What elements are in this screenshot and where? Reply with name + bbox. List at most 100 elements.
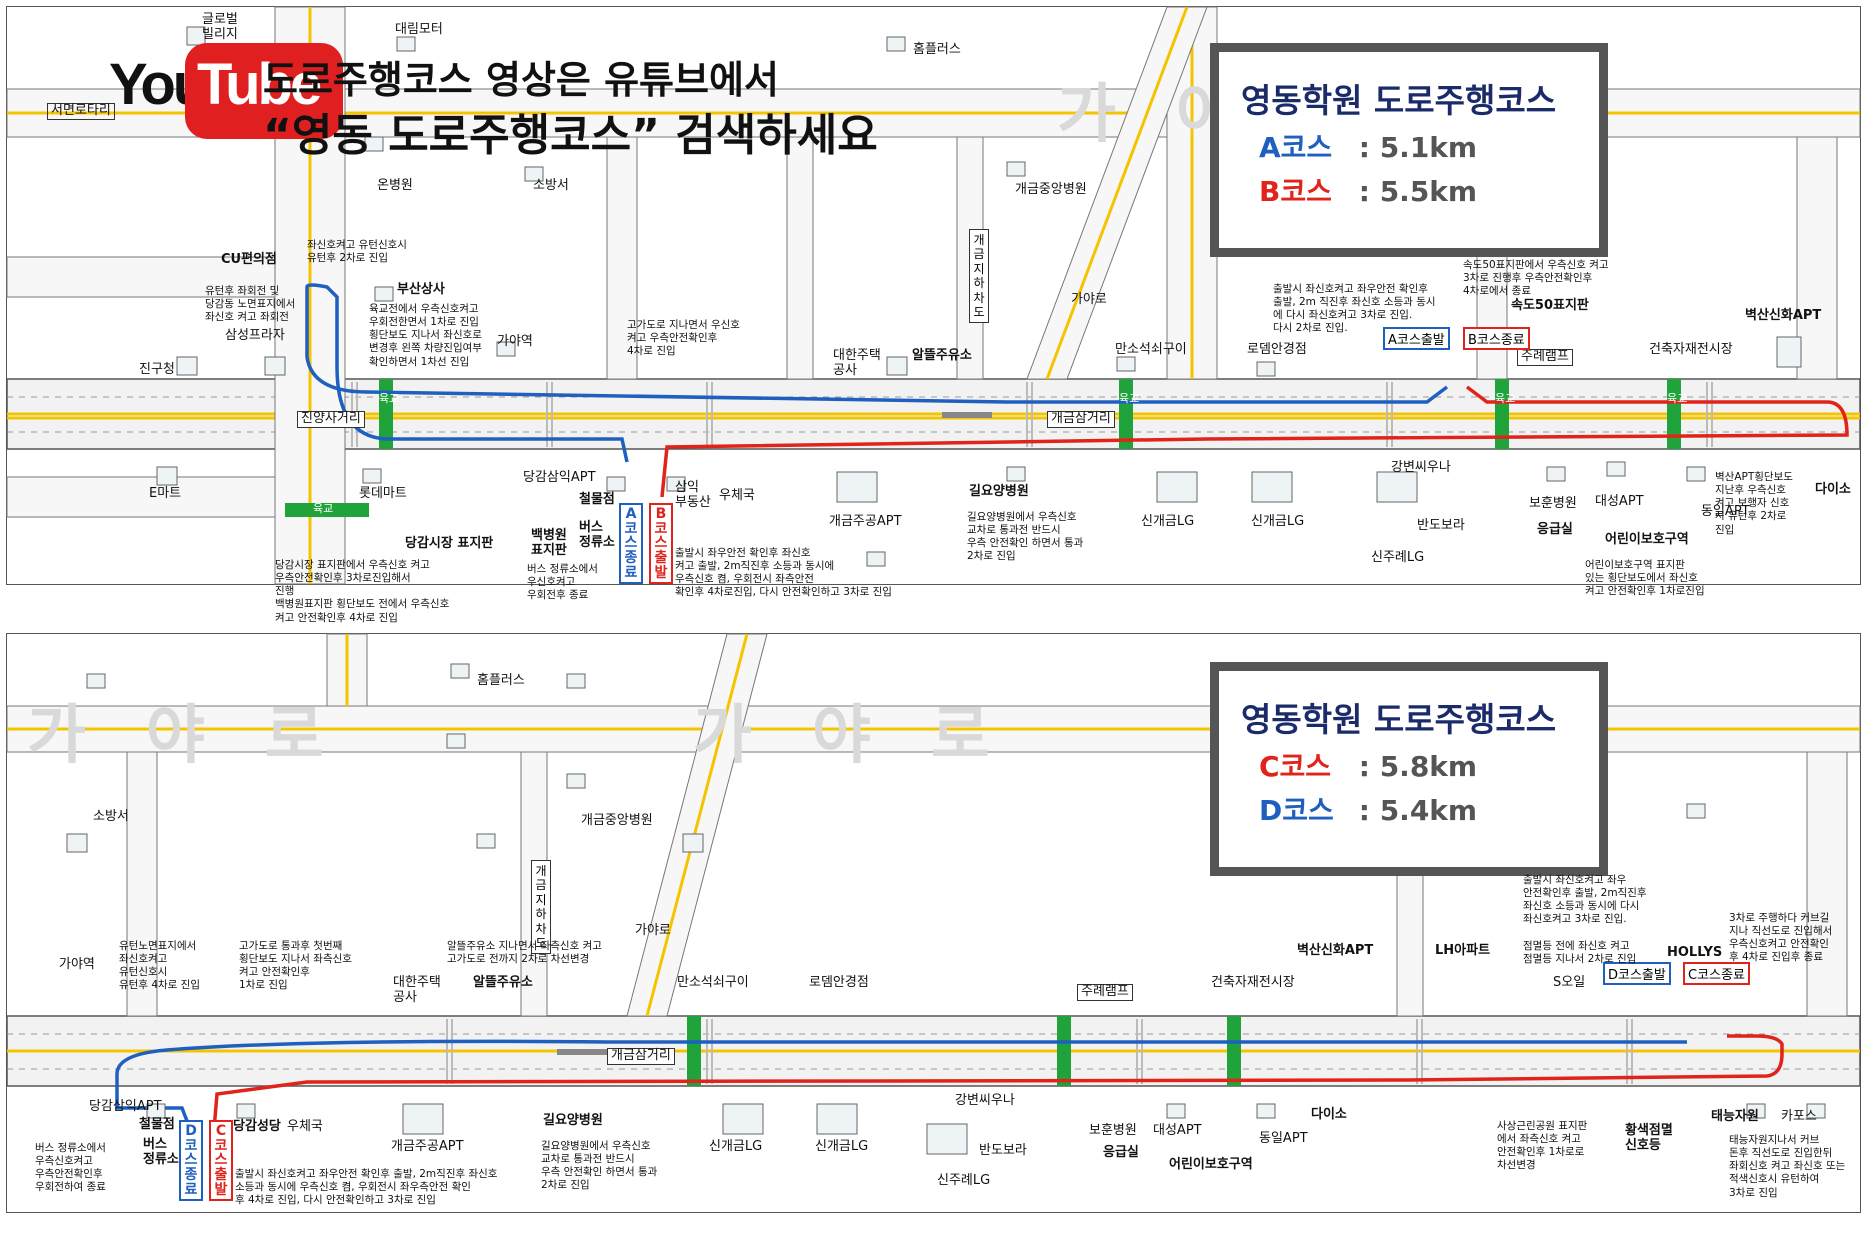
infobox-row-c: C코스 : 5.8km xyxy=(1259,745,1477,785)
course-sep-a: : xyxy=(1358,131,1370,164)
label-singaegeum-lg-2: 신개금LG xyxy=(1251,514,1305,529)
note-d-start: 출발시 좌신호켜고 좌우 안전확인후 출발, 2m직진후 좌신호 소등과 동시에… xyxy=(1523,874,1647,965)
footbridge-b3 xyxy=(1227,1016,1241,1086)
label-jurye-ramp-b: 주례램프 xyxy=(1077,984,1133,1001)
label-baek-hospital-sign: 백병원 표지판 xyxy=(531,528,567,558)
course-distance-c: 5.8km xyxy=(1379,750,1478,783)
label-lotte-mart: 롯데마트 xyxy=(359,486,407,501)
note-a-3: 육교전에서 우측신호켜고 우회전한면서 1차로 진입 횡단보도 지나서 좌신호로… xyxy=(369,303,482,368)
note-a-4: 고가도로 지나면서 우신호 켜고 우측안전확인후 4차로 진입 xyxy=(627,319,740,358)
label-gaegeum-junction: 개금삼거리 xyxy=(1047,411,1115,428)
label-busan-sangsa: 부산상사 xyxy=(397,282,445,297)
label-dongil-apt: 동일APT xyxy=(1701,504,1750,519)
label-gaegeum-jugong: 개금주공APT xyxy=(829,514,902,529)
label-daiso: 다이소 xyxy=(1815,482,1851,497)
tag-a-start: A코스출발 xyxy=(1383,327,1450,350)
infobox-row-b: B코스 : 5.5km xyxy=(1259,170,1477,210)
label-fire-station-b: 소방서 xyxy=(93,809,129,824)
label-jingu-office: 진구청 xyxy=(139,362,175,377)
label-footbridge-4: 육교 xyxy=(1667,392,1688,405)
course-sep-d: : xyxy=(1358,794,1370,827)
label-footbridge-1: 육교 xyxy=(379,392,400,405)
tag-b-start: B코스출발 xyxy=(649,503,673,585)
course-name-a: A코스 xyxy=(1259,131,1333,164)
label-daiso-b: 다이소 xyxy=(1311,1107,1347,1122)
note-b-hospital: 길요양병원에서 우측신호 교차로 통과전 반드시 우측 안전확인 하면서 통과 … xyxy=(967,511,1084,563)
note-d-uturn: 유턴노면표지에서 좌신호켜고 유턴신호시 유턴후 4차로 진입 xyxy=(119,940,200,992)
tag-d-start: D코스출발 xyxy=(1603,962,1671,985)
label-bus-stop: 버스 정류소 xyxy=(579,520,615,550)
footbridge-3 xyxy=(1495,379,1509,449)
youtube-logo-tube-box: Tube xyxy=(185,43,343,139)
label-building-materials: 건축자재전시장 xyxy=(1649,342,1733,357)
note-a-5: 출발시 좌신호켜고 좌우안전 확인후 출발, 2m 직진후 좌신호 소등과 동시… xyxy=(1273,283,1436,335)
label-byeoksan-apt: 벽산신화APT xyxy=(1745,308,1822,323)
label-homeplus-b: 홈플러스 xyxy=(477,673,525,688)
footbridge-2 xyxy=(1119,379,1133,449)
course-distance-a: 5.1km xyxy=(1379,131,1478,164)
label-daeseong-apt-b: 대성APT xyxy=(1153,1123,1202,1138)
label-jurye-ramp: 주례램프 xyxy=(1517,349,1573,366)
note-b-start: 출발시 좌우안전 확인후 좌신호 켜고 출발, 2m직진후 소등과 동시에 우측… xyxy=(675,547,892,599)
label-global-villa: 글로벌 빌리지 xyxy=(202,12,238,42)
footbridge-4 xyxy=(1667,379,1681,449)
note-d-park: 사상근린공원 표지판 에서 좌측신호 켜고 안전확인후 1차로로 차선변경 xyxy=(1497,1120,1588,1172)
route-b-line xyxy=(660,385,1849,498)
course-distance-d: 5.4km xyxy=(1379,794,1478,827)
label-emergency-b: 응급실 xyxy=(1103,1145,1139,1160)
youtube-logo-tube: Tube xyxy=(197,52,322,117)
label-gaegeum-hospital-b: 개금중앙병원 xyxy=(581,813,653,828)
label-homeplus: 홈플러스 xyxy=(913,42,961,57)
tag-c-start: C코스출발 xyxy=(209,1120,233,1202)
ghost-road-name-2: 가야로 xyxy=(693,699,1050,773)
label-daerim: 대림모터 xyxy=(395,22,443,37)
label-samsung-plaza: 삼성프라자 xyxy=(225,328,285,343)
note-a-end: 버스 정류소에서 우신호켜고 우회전후 종료 xyxy=(527,563,598,602)
label-sinjurye-lg: 신주례LG xyxy=(1371,550,1425,565)
note-c-start: 출발시 좌신호켜고 좌우안전 확인후 출발, 2m직진후 좌신호 소등과 동시에… xyxy=(235,1168,498,1207)
label-seomyeon-rotary: 서면로타리 xyxy=(47,103,115,120)
label-gangbyeon-sauna: 강변씨우나 xyxy=(1391,460,1451,475)
label-gaegeum-jugong-b: 개금주공APT xyxy=(391,1139,464,1154)
footbridge-b1 xyxy=(687,1016,701,1086)
label-overpass-b: 개금지하차도 xyxy=(531,860,551,955)
note-d-overpass: 고가도로 통과후 첫번째 횡단보도 지나서 좌측신호 켜고 안전확인후 1차로 … xyxy=(239,940,352,992)
course-distance-b: 5.5km xyxy=(1379,175,1478,208)
infobox-title-cd: 영동학원 도로주행코스 xyxy=(1241,700,1557,739)
youtube-logo: You Tube xyxy=(109,43,343,139)
tag-a-end: A코스종료 xyxy=(619,503,643,585)
note-a-uturn: 벽산APT횡단보도 지난후 우측신호 켜고 보행자 신호 시 유턴후 2차로 진… xyxy=(1715,471,1793,536)
note-d-gas: 알뜰주유소 지나면서 좌측신호 켜고 고가도로 전까지 2차로 차선변경 xyxy=(447,940,602,966)
label-altteul-gas: 알뜰주유소 xyxy=(912,348,972,363)
headline-line-1: 도로주행코스 영상은 유튜브에서 xyxy=(263,58,779,102)
tag-c-end: C코스종료 xyxy=(1683,962,1750,985)
label-singaegeum-lg-b2: 신개금LG xyxy=(815,1139,869,1154)
route-a-line-2 xyxy=(305,283,629,463)
label-cu: CU편의점 xyxy=(221,252,277,267)
label-taeneung-recycling: 태능자원 xyxy=(1711,1109,1759,1124)
label-building-materials-b: 건축자재전시장 xyxy=(1211,975,1295,990)
ghost-road-name-1: 가야로 xyxy=(27,699,384,773)
label-on-hospital: 온병원 xyxy=(377,178,413,193)
note-c-curve: 태능자원지나서 커브 돈후 직선도로 진입한뒤 좌회신호 켜고 좌신호 또는 적… xyxy=(1729,1134,1846,1199)
label-lh-corp: 대한주택 공사 xyxy=(833,348,881,378)
label-post-office: 우체국 xyxy=(719,488,755,503)
label-daeseong-apt: 대성APT xyxy=(1595,494,1644,509)
map-panel-cd: 가야로 가야로 영동학원 도로주행코스 C코스 : 5.8km D코스 : 5.… xyxy=(6,633,1861,1213)
note-c-end: 3차로 주행하다 커브길 지나 직선도로 진입해서 우측신호켜고 안전확인 후 … xyxy=(1729,912,1833,964)
infobox-row-d: D코스 : 5.4km xyxy=(1259,789,1477,829)
note-c-hospital: 길요양병원에서 우측신호 교차로 통과전 반드시 우측 안전확인 하면서 통과 … xyxy=(541,1140,658,1192)
label-fire-station: 소방서 xyxy=(533,178,569,193)
label-emergency: 응급실 xyxy=(1537,522,1573,537)
infobox-title: 영동학원 도로주행코스 xyxy=(1241,81,1557,120)
route-a-line xyxy=(305,287,1449,404)
label-bus-stop-b: 버스 정류소 xyxy=(143,1137,179,1167)
label-gayaro-b: 가야로 xyxy=(635,923,671,938)
note-a-2: 유턴후 좌회전 및 당감동 노면표지에서 좌신호 켜고 좌회전 xyxy=(205,285,296,324)
map-panel-ab: You Tube 도로주행코스 영상은 유튜브에서 “영동 도로주행코스” 검색… xyxy=(6,6,1861,624)
label-gil-nursing-hospital: 길요양병원 xyxy=(969,484,1029,499)
course-sep-c: : xyxy=(1358,750,1370,783)
course-infobox-ab: 영동학원 도로주행코스 A코스 : 5.1km B코스 : 5.5km xyxy=(1210,43,1608,257)
label-bohun-hospital-b: 보훈병원 xyxy=(1089,1123,1137,1138)
label-danggam-church: 당감성당 xyxy=(233,1119,281,1134)
